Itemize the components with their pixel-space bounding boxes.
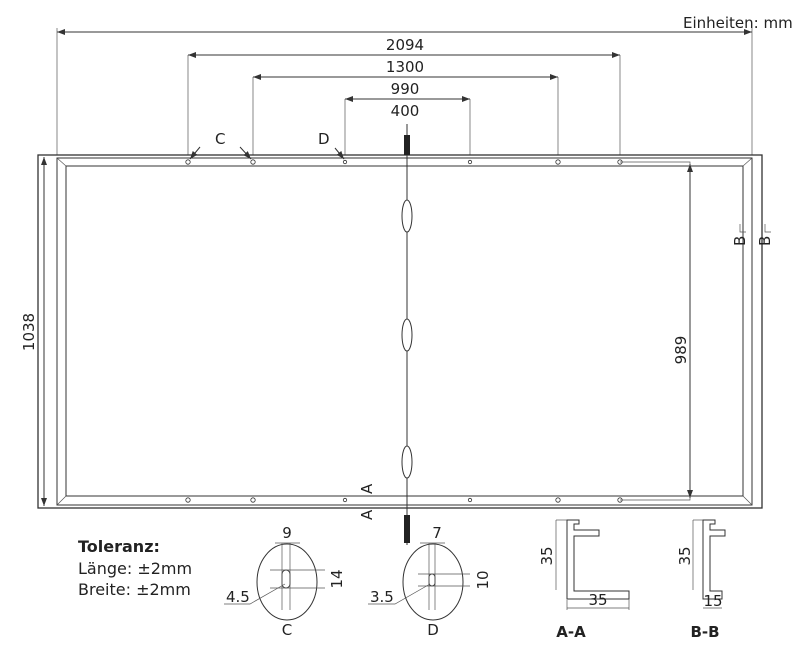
mount-hole-c [555, 159, 561, 165]
units-label: Einheiten: mm [683, 14, 793, 32]
tolerance-length: Länge: ±2mm [78, 559, 192, 578]
detail-c-label: C [282, 621, 292, 639]
tolerance-width: Breite: ±2mm [78, 580, 191, 599]
section-aa-label: A-A [556, 623, 586, 641]
section-b-marker: B [731, 236, 749, 246]
detail-d-diameter: 3.5 [370, 588, 394, 606]
dim-d-spacing: 400 [391, 102, 420, 120]
top-dimensions: 2094 1300 990 400 [56, 28, 753, 162]
dim-c-spacing: 1300 [386, 58, 424, 76]
cable-junction [401, 124, 413, 545]
detail-c: 9 14 4.5 C [224, 524, 346, 639]
marker-d: D [318, 130, 330, 148]
detail-c-height: 14 [328, 569, 346, 588]
panel-frame: C D [37, 130, 763, 509]
section-aa-width: 35 [588, 591, 607, 609]
dim-c-inner-spacing: 990 [391, 80, 420, 98]
section-aa-height: 35 [538, 546, 556, 565]
mount-hole-c [250, 159, 256, 165]
dim-inner-width: 989 [672, 336, 690, 365]
section-bb-width: 15 [703, 592, 722, 610]
mount-hole-d [467, 159, 473, 165]
detail-d-width: 7 [432, 524, 442, 542]
section-bb: 35 15 B-B [676, 519, 726, 641]
junction-box [401, 445, 413, 479]
section-a-marker: A [358, 483, 376, 494]
section-aa: 35 35 A-A [538, 519, 630, 641]
junction-box [401, 318, 413, 352]
junction-box [401, 199, 413, 233]
dim-overall-width: 1038 [20, 313, 38, 351]
section-bb-label: B-B [690, 623, 719, 641]
marker-c: C [215, 130, 225, 148]
detail-d: 7 10 3.5 D [368, 524, 492, 639]
mount-hole-d [342, 159, 348, 165]
connector-bottom [404, 515, 410, 543]
dim-overall-length: 2094 [386, 36, 424, 54]
section-bb-height: 35 [676, 546, 694, 565]
detail-d-label: D [427, 621, 439, 639]
section-a-marker: A [358, 509, 376, 520]
section-b-marker: B [756, 236, 774, 246]
detail-c-width: 9 [282, 524, 292, 542]
detail-d-height: 10 [474, 570, 492, 589]
mount-hole-c [185, 159, 191, 165]
tolerance-title: Toleranz: [78, 537, 160, 556]
connector-top [404, 135, 410, 155]
detail-c-diameter: 4.5 [226, 588, 250, 606]
